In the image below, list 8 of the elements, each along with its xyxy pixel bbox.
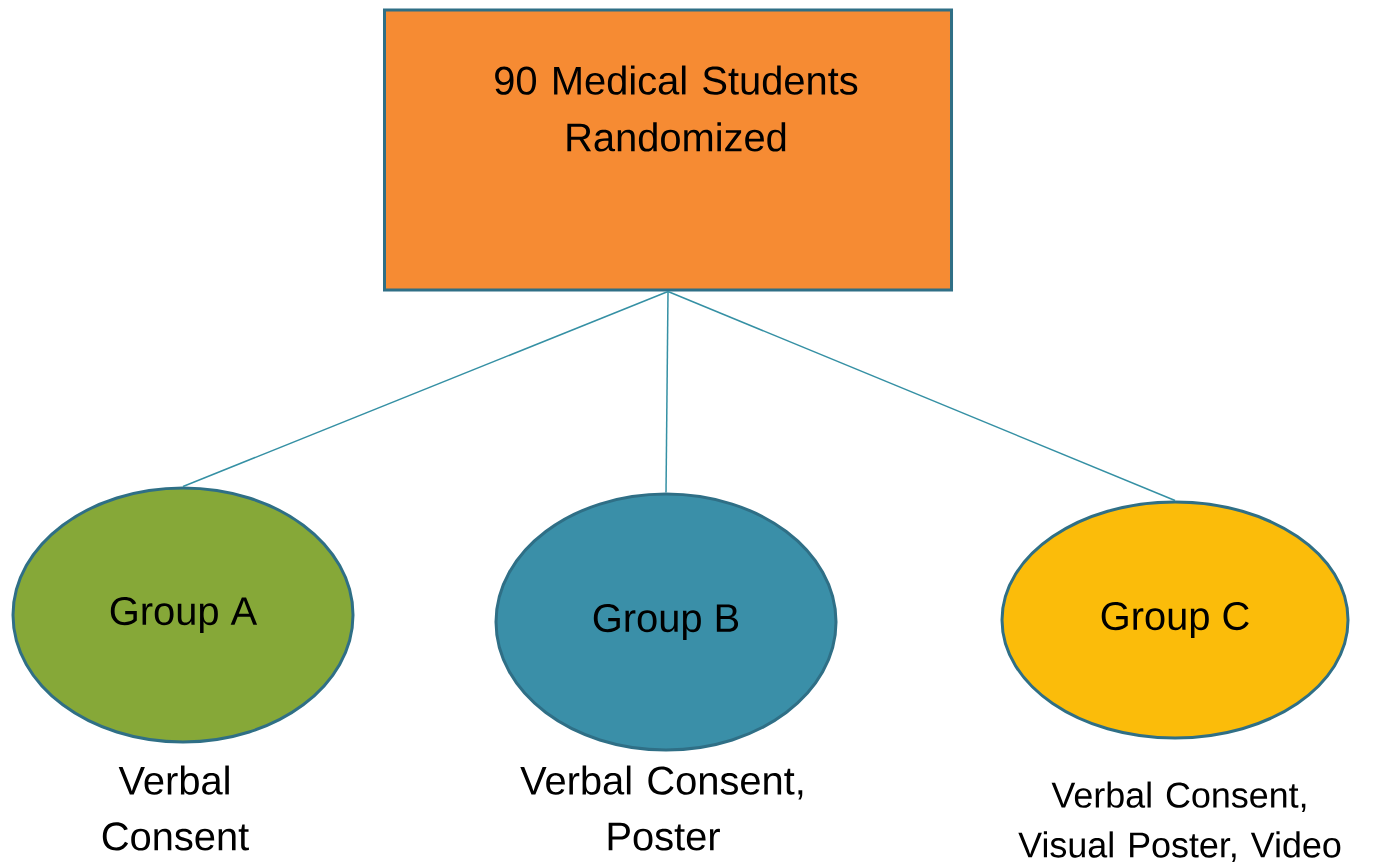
caption-text: Verbal Consent — [102, 765, 249, 851]
connector-line — [667, 290, 1176, 502]
caption-text: Verbal Consent, Visual Poster, Video — [1018, 781, 1341, 862]
box-text: 90 Medical Students Randomized — [495, 65, 858, 152]
connector-line — [182, 290, 669, 488]
connector-line — [665, 290, 669, 494]
caption-text: Verbal Consent, Poster — [520, 765, 803, 851]
process-box — [383, 8, 953, 292]
